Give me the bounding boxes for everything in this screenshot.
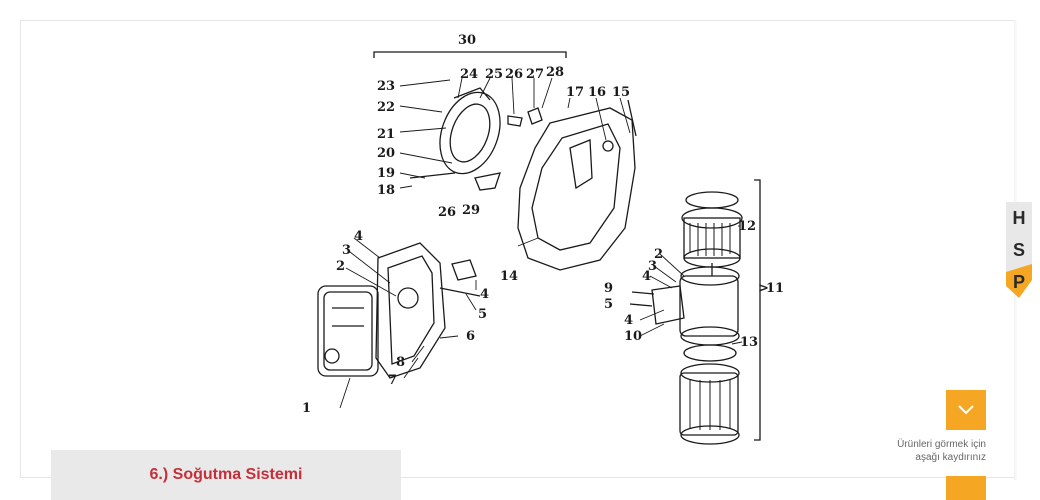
diagram-label: 28 [546,65,564,80]
diagram-label: 26 [438,205,456,220]
badge-shape [1006,202,1032,298]
diagram-label: 22 [377,100,395,115]
diagram-label: 27 [526,67,544,82]
diagram-label: 11 [766,281,784,296]
diagram-label: 4 [480,287,489,302]
diagram-label: 9 [604,281,613,296]
diagram-label: 17 [566,85,584,100]
diagram-label: 3 [648,259,657,274]
diagram-label: 30 [458,33,476,48]
diagram-label: 19 [377,166,395,181]
diagram-label: 4 [354,229,363,244]
section-caption: 6.) Soğutma Sistemi [51,450,401,500]
scroll-hint-line-2: aşağı kaydırınız [915,452,986,463]
diagram-label: 4 [642,269,651,284]
diagram-label: 12 [738,219,756,234]
diagram-label: 24 [460,67,478,82]
diagram-label: 18 [377,183,395,198]
badge-letter: H [1012,207,1026,228]
diagram-label: 5 [478,307,487,322]
badge-letter: S [1012,239,1025,260]
diagram-label: 14 [500,269,518,284]
diagram-label: 2 [654,247,663,262]
section-title: 6.) Soğutma Sistemi [149,466,303,483]
diagram-label: 26 [505,67,523,82]
diagram-label: 16 [588,85,606,100]
diagram-label: 21 [377,127,395,142]
bracket-arrow: > [758,281,769,296]
diagram-label: 7 [388,373,397,388]
diagram-label: 2 [336,259,345,274]
scroll-down-button[interactable] [946,390,986,430]
diagram-label: 29 [462,203,480,218]
scroll-hint-line-1: Ürünleri görmek için [897,439,986,450]
badge-letter: P [1012,271,1025,292]
diagram-label: 15 [612,85,630,100]
diagram-label: 13 [740,335,758,350]
cooling-system-diagram: 30 23 24 25 26 27 28 22 21 20 19 18 26 2… [302,33,784,445]
diagram-label: 6 [466,329,475,344]
diagram-label: 10 [624,329,642,344]
content-frame [20,20,1016,478]
diagram-label: 20 [377,146,395,161]
diagram-label: 23 [377,79,395,94]
scroll-hint: Ürünleri görmek için aşağı kaydırınız [860,438,986,464]
diagram-label: 5 [604,297,613,312]
diagram-label: 1 [302,401,311,416]
diagram-label: 8 [396,355,405,370]
secondary-accent-button[interactable] [946,476,986,500]
side-badge[interactable]: H S P [1006,202,1032,298]
chevron-down-icon [958,405,974,415]
diagram-label: 25 [485,67,503,82]
diagram-label: 3 [342,243,351,258]
diagram-label: 4 [624,313,633,328]
